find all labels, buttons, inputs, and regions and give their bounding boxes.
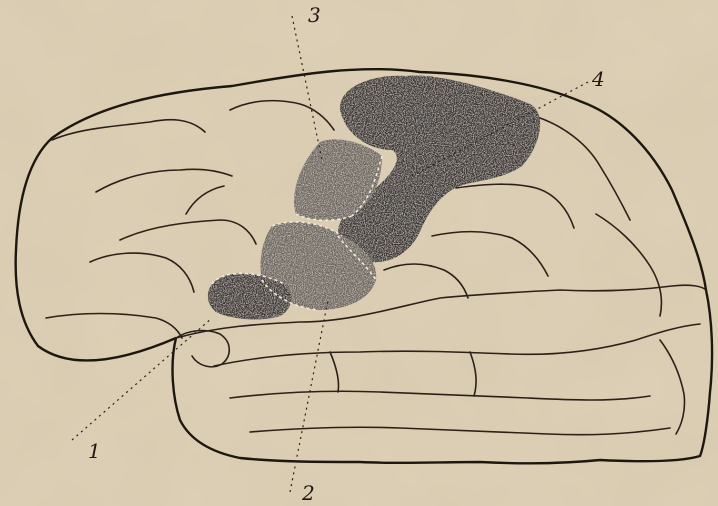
label-1: 1 — [88, 439, 101, 463]
label-3: 3 — [308, 3, 321, 27]
label-2: 2 — [301, 481, 315, 505]
label-4: 4 — [591, 67, 605, 91]
